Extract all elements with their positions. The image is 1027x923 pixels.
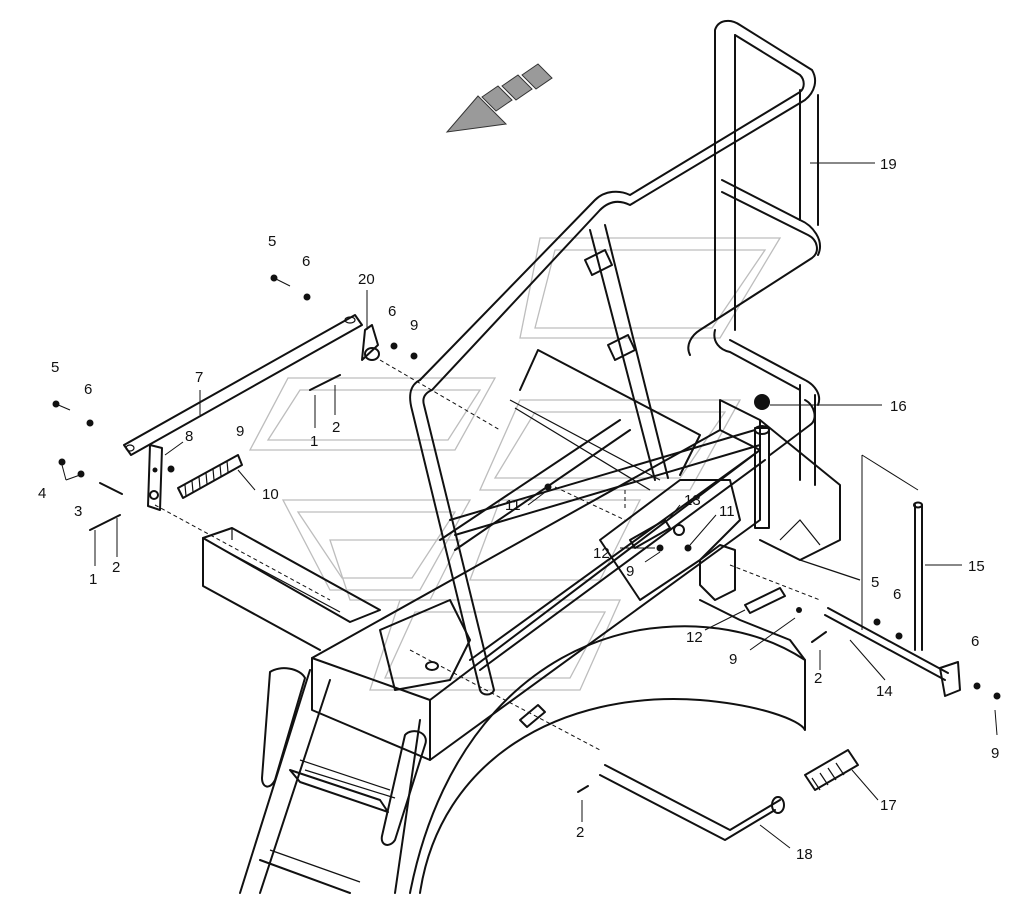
post-16 [754,394,770,529]
callout-15: 15 [968,558,985,575]
handrail [409,19,821,696]
direction-arrow [445,63,553,133]
fasteners [52,274,1001,793]
callout-11: 11 [719,503,735,520]
assembly-lines [154,359,821,751]
callout-2: 2 [112,559,120,576]
callout-2: 2 [332,419,340,436]
callout-9: 9 [236,423,244,440]
callout-16: 16 [890,398,907,415]
callout-8: 8 [185,428,193,445]
callout-6: 6 [388,303,396,320]
callout-1: 1 [89,571,97,588]
callout-10: 10 [262,486,279,503]
base-beam [202,527,381,651]
link-bar-7 [123,314,380,456]
callout-12: 12 [686,629,703,646]
callout-14: 14 [876,683,893,700]
callout-5: 5 [51,359,59,376]
callout-3: 3 [74,503,82,520]
bracket-plates [379,479,802,728]
callout-6: 6 [893,586,901,603]
callout-7: 7 [195,369,203,386]
support-braces [449,429,766,671]
callout-9: 9 [729,651,737,668]
callout-2: 2 [814,670,822,687]
callout-9: 9 [410,317,418,334]
callout-6: 6 [971,633,979,650]
callout-5: 5 [268,233,276,250]
callout-labels: 1 1 2 2 2 2 3 4 5 5 5 6 6 6 6 6 7 8 9 9 … [38,156,999,863]
callout-5: 5 [871,574,879,591]
callout-12: 12 [593,545,610,562]
callout-2: 2 [576,824,584,841]
callout-4: 4 [38,485,46,502]
access-steps [239,667,427,894]
callout-13: 13 [684,492,701,509]
callout-19: 19 [880,156,897,173]
fender [409,599,806,894]
leader-lines [61,162,998,849]
watermark-logo [248,237,782,691]
callout-18: 18 [796,846,813,863]
callout-6: 6 [302,253,310,270]
lever-and-spring [147,444,243,511]
rods [599,501,961,841]
callout-11: 11 [505,497,521,514]
callout-17: 17 [880,797,897,814]
callout-1: 1 [310,433,318,450]
callout-9: 9 [626,563,634,580]
callout-20: 20 [358,271,375,288]
callout-9: 9 [991,745,999,762]
callout-6: 6 [84,381,92,398]
